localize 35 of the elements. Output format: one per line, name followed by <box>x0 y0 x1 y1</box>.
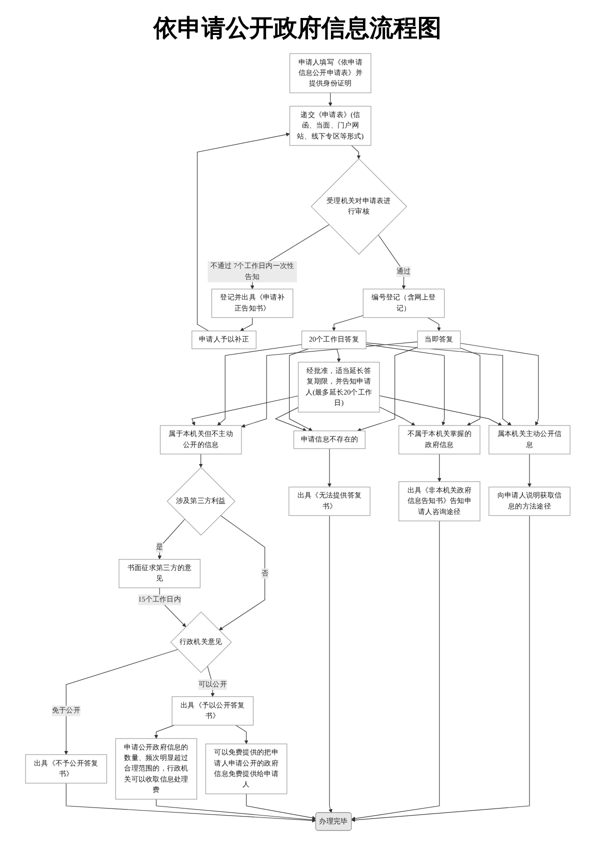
arrow <box>351 515 530 822</box>
arrow <box>234 724 248 744</box>
arrow <box>527 454 532 488</box>
arrow <box>216 344 302 426</box>
arrow <box>154 724 174 739</box>
arrow <box>365 342 512 426</box>
arrow <box>240 317 252 332</box>
arrow <box>350 145 360 159</box>
arrow <box>64 649 178 755</box>
arrow <box>218 515 265 630</box>
arrow <box>240 342 418 428</box>
arrow <box>437 454 442 482</box>
arrow <box>365 344 446 426</box>
arrow <box>378 234 406 290</box>
arrow <box>356 347 418 432</box>
arrow <box>460 342 538 426</box>
arrow <box>288 348 312 432</box>
arrow <box>191 396 298 426</box>
arrow <box>328 515 332 813</box>
arrow <box>246 794 316 820</box>
arrow <box>66 782 316 822</box>
arrow <box>378 406 415 426</box>
arrow <box>198 454 202 468</box>
arrow <box>274 407 306 432</box>
arrow <box>156 798 316 822</box>
arrow <box>327 448 332 488</box>
diagram-title: 依申请公开政府信息流程图 <box>152 13 442 44</box>
arrow <box>351 520 440 820</box>
arrow <box>460 348 480 426</box>
arrow <box>328 92 332 106</box>
arrow <box>196 132 290 332</box>
arrow <box>427 317 441 332</box>
arrow <box>378 395 502 426</box>
arrow <box>332 315 364 332</box>
arrow <box>336 348 340 362</box>
